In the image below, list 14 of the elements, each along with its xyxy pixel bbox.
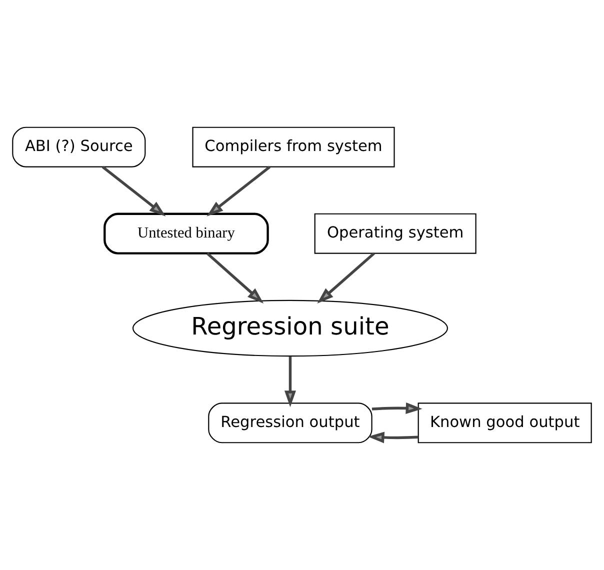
arrow	[284, 356, 296, 408]
node-ellipse: Regression suite	[132, 300, 448, 357]
node-box: Regression output	[208, 402, 372, 444]
node-box: Operating system	[314, 213, 476, 254]
node-box: Known good output	[418, 402, 592, 444]
arrow	[372, 402, 422, 414]
arrow	[102, 166, 166, 216]
node-box: ABI (?) Source	[12, 126, 146, 168]
arrow	[206, 166, 271, 216]
node-box: Compilers from system	[192, 126, 395, 168]
arrow	[317, 252, 375, 304]
node-box: Untested binary	[104, 212, 269, 254]
arrow	[206, 252, 264, 304]
arrow	[368, 432, 418, 444]
